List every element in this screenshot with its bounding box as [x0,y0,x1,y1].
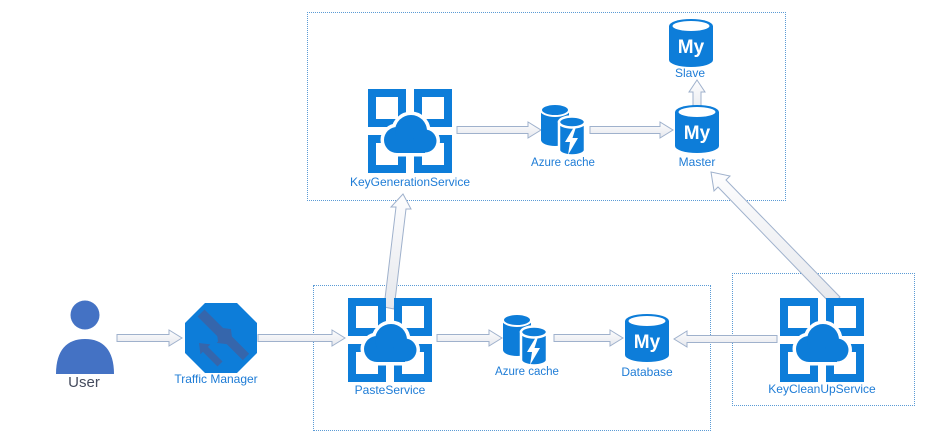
mysql-icon: My [669,19,713,67]
arrow-key-cleanup-to-database [673,330,778,348]
arrow-azure-cache-to-master [589,121,674,139]
node-keygen-service-label: KeyGenerationService [349,175,471,189]
node-keygen-cache-label: Azure cache [531,157,595,169]
mysql-badge: My [678,37,705,58]
node-master-label: Master [678,155,716,169]
node-user [52,299,118,381]
node-master: My [674,104,720,159]
arrow-key-cleanup-to-master [710,171,841,306]
cloud-service-icon [780,298,864,382]
node-user-label: User [68,374,100,391]
azure-cache-icon [502,313,549,367]
mysql-icon: My [675,105,719,153]
mysql-badge: My [684,123,711,144]
mysql-icon: My [625,314,669,362]
node-keygen-cache [539,102,589,165]
node-paste-service [346,296,434,389]
arrow-traffic-manager-to-paste-service [257,329,346,347]
cloud-service-icon [348,298,432,382]
node-slave: My [668,18,714,73]
node-cleanup-service [778,296,866,389]
mysql-badge: My [634,332,661,353]
cloud-service-icon [368,89,452,173]
group-paste-service-box [313,285,711,431]
node-traffic-manager-label: Traffic Manager [174,372,258,386]
node-database: My [624,313,670,368]
node-paste-cache-label: Azure cache [495,366,559,378]
arrow-paste-service-to-keygen [383,193,412,310]
arrow-azure-cache-to-database [553,329,624,347]
arrow-keygen-to-azure-cache [456,121,542,139]
traffic-manager-icon [185,303,257,373]
node-database-label: Database [621,365,673,379]
group-key-generation-box [307,12,786,201]
arrow-paste-service-to-azure-cache [436,329,503,347]
arrow-user-to-traffic-manager [116,329,183,347]
lightning-icon [527,337,540,365]
user-icon [56,300,114,374]
node-paste-cache [501,312,551,375]
node-traffic-manager [184,302,258,379]
node-slave-label: Slave [674,66,706,80]
lightning-icon [565,127,578,155]
azure-cache-icon [540,103,587,157]
node-keygen-service [366,87,454,180]
node-cleanup-service-label: KeyCleanUpService [768,382,876,396]
node-paste-service-label: PasteService [354,383,426,397]
